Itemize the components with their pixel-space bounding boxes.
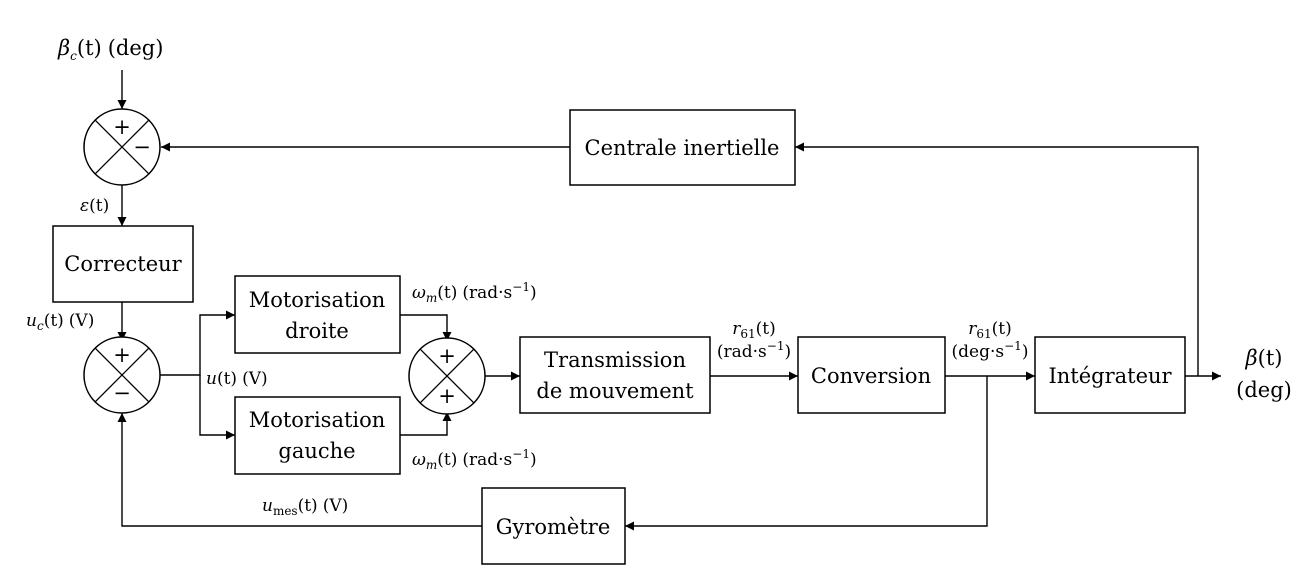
motor-droite-line1: Motorisation <box>249 288 386 312</box>
sum3-sign-bottom: + <box>438 384 456 408</box>
wire-split-to-motor-gauche <box>199 375 235 440</box>
signal-omega-bottom: ωm(t)(rad·s−1) <box>412 447 537 472</box>
signal-r61-rad-name: r61(t) <box>732 319 776 341</box>
block-motorisation-droite: Motorisation droite <box>234 275 401 354</box>
wires <box>117 70 1221 531</box>
transmission-line2: de mouvement <box>536 379 694 403</box>
block-conversion: Conversion <box>797 336 946 414</box>
sum-junction-3: + + <box>408 337 486 415</box>
sum1-sign-right: − <box>133 135 151 159</box>
wire-sum2-to-motors <box>160 310 235 376</box>
motor-gauche-line2: gauche <box>278 439 355 463</box>
wire-motor-gauche-to-sum3 <box>400 412 452 436</box>
signal-beta-unit: (deg) <box>1236 378 1292 402</box>
signal-u-c: uc(t)(V) <box>26 311 94 333</box>
signal-beta-name: β(t) <box>1245 346 1283 370</box>
block-integrateur: Intégrateur <box>1034 336 1186 414</box>
sum-junction-1: + − <box>83 108 161 186</box>
integrateur-label: Intégrateur <box>1048 364 1172 388</box>
sum2-sign-top: + <box>113 343 131 367</box>
block-motorisation-gauche: Motorisation gauche <box>234 396 401 475</box>
transmission-line1: Transmission <box>544 348 686 372</box>
signal-r61-rad-unit: (rad·s−1) <box>717 339 791 362</box>
conversion-label: Conversion <box>811 364 931 388</box>
gyrometre-label: Gyromètre <box>496 515 611 539</box>
block-centrale-inertielle: Centrale inertielle <box>569 109 796 186</box>
signal-u-mes: umes(t)(V) <box>262 496 348 518</box>
block-gyrometre: Gyromètre <box>481 487 626 565</box>
wire-motor-droite-to-sum3 <box>400 314 452 341</box>
wire-conversion-to-gyrometre <box>625 376 988 531</box>
centrale-label: Centrale inertielle <box>585 136 780 160</box>
sum1-sign-top: + <box>113 115 131 139</box>
wire-gyrometre-to-sum2 <box>117 413 482 527</box>
signal-beta-c: βc(t)(deg) <box>57 36 163 63</box>
signal-omega-top: ωm(t)(rad·s−1) <box>412 280 537 305</box>
wire-feedback-to-centrale <box>795 142 1199 376</box>
sum-junction-2: + − <box>83 336 161 414</box>
motor-gauche-line1: Motorisation <box>249 408 386 432</box>
sum3-sign-top: + <box>438 344 456 368</box>
signal-r61-deg-name: r61(t) <box>968 319 1012 341</box>
block-transmission: Transmission de mouvement <box>519 336 711 414</box>
signal-epsilon: ε(t) <box>80 196 109 216</box>
motor-droite-line2: droite <box>285 319 349 343</box>
correcteur-label: Correcteur <box>64 252 182 276</box>
signal-r61-deg-unit: (deg·s−1) <box>952 339 1029 362</box>
signal-u: u(t)(V) <box>206 369 268 389</box>
sum2-sign-bottom: − <box>113 381 131 405</box>
block-correcteur: Correcteur <box>52 225 194 303</box>
